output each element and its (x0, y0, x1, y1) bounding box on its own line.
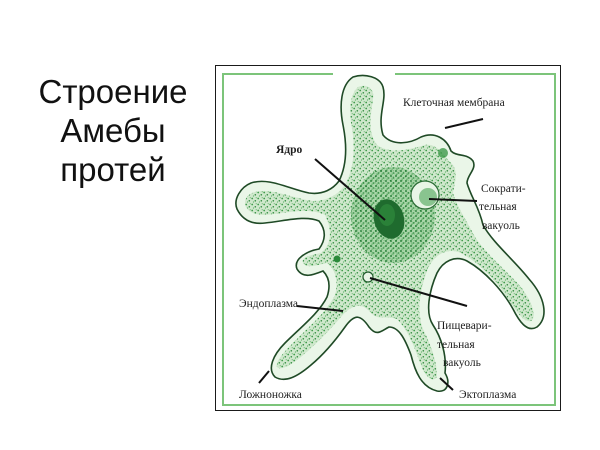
nucleus-inner (379, 204, 395, 226)
leader-lines (258, 118, 484, 391)
amoeba-body (235, 74, 545, 393)
label-digestive-1: Пищевари- (437, 320, 492, 332)
label-contractile-3: вакуоль (482, 220, 520, 232)
label-digestive-3: вакуоль (443, 357, 481, 369)
label-contractile-1: Сократи- (481, 183, 526, 195)
label-ectoplasm: Эктоплазма (459, 389, 516, 401)
amoeba-diagram: Клеточная мембрана Ядро Сократи- тельная… (222, 73, 556, 406)
food-vacuole-2 (333, 255, 341, 263)
slide-title: Строение Амебы протей (18, 72, 208, 189)
digestive-vacuole (362, 271, 374, 283)
label-nucleus: Ядро (276, 144, 303, 156)
food-vacuole-3 (438, 148, 448, 158)
title-line-3: протей (60, 151, 166, 188)
label-pseudopod: Ложноножка (239, 389, 302, 401)
title-line-1: Строение (38, 73, 188, 110)
inner-frame (222, 73, 556, 406)
label-digestive-2: тельная (437, 339, 475, 351)
label-contractile-2: тельная (479, 201, 517, 213)
label-endoplasm: Эндоплазма (239, 298, 298, 310)
title-line-2: Амебы (60, 112, 166, 149)
label-membrane: Клеточная мембрана (403, 97, 505, 109)
labels: Клеточная мембрана Ядро Сократи- тельная… (239, 97, 526, 401)
